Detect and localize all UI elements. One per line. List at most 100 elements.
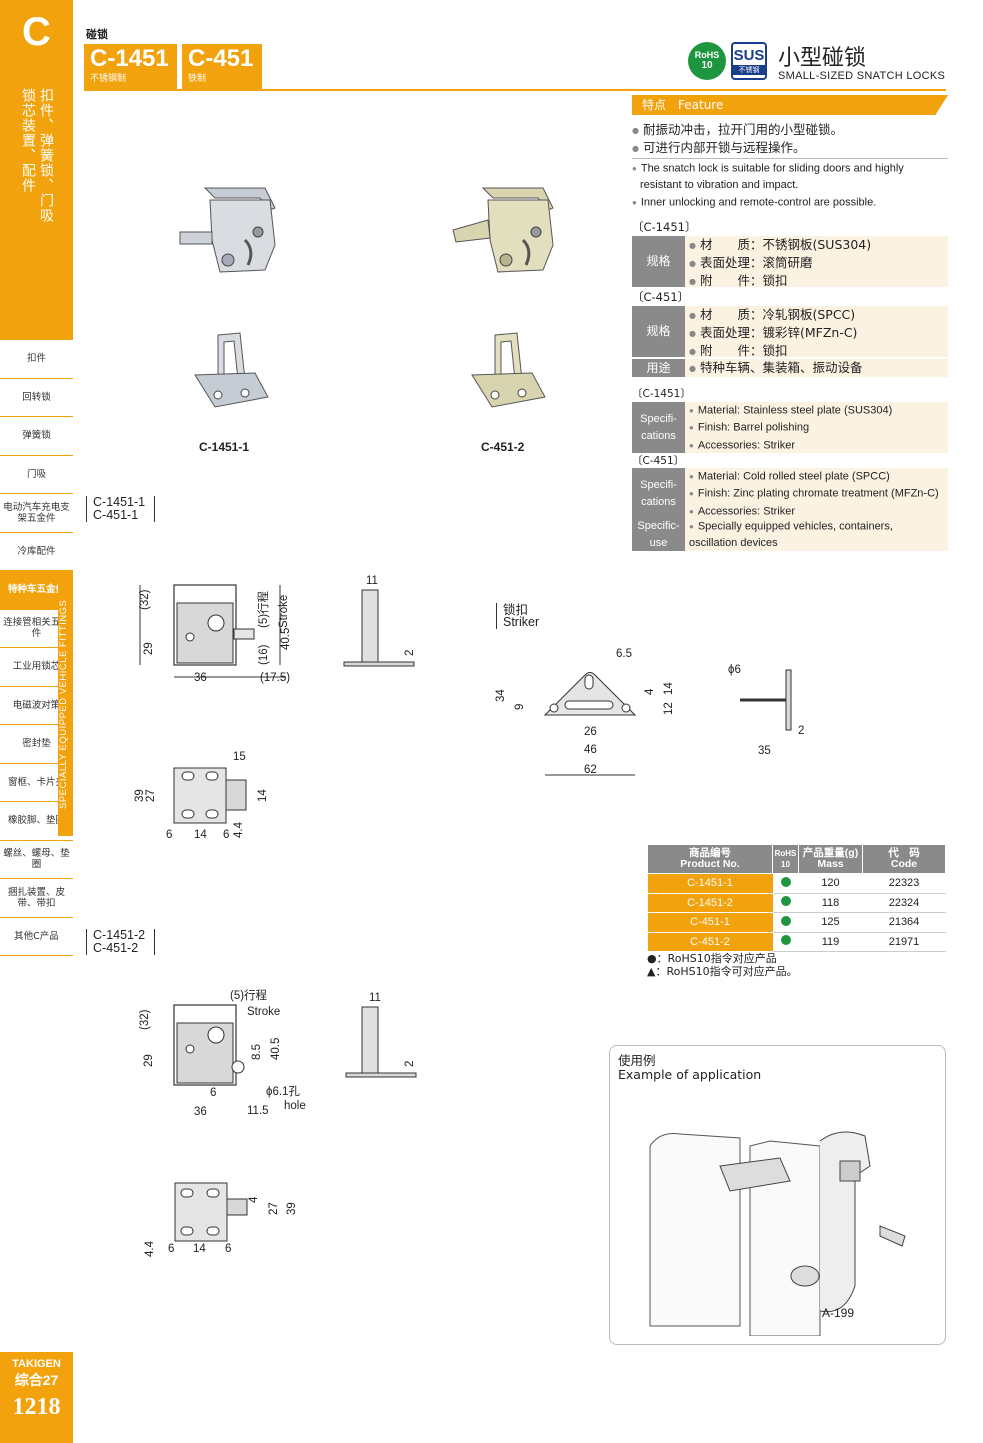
sidebar-item-ev-charging[interactable]: 电动汽车充电支架五金件 — [0, 494, 73, 533]
header-rule — [84, 89, 946, 91]
feature-cn-list: 耐振动冲击，拉开门用的小型碰锁。 可进行内部开锁与远程操作。 — [632, 121, 948, 157]
dim-4-4: 4.4 — [233, 821, 245, 838]
product-photo-c451-latch — [452, 187, 554, 273]
dim-4: 4 — [248, 1196, 260, 1203]
spec-row-c1451-en: Specifi-cations Material: Stainless stee… — [632, 402, 948, 453]
dim-stroke-cn: (5)行程 — [257, 590, 270, 628]
dim-15: 15 — [233, 751, 246, 763]
application-example: 使用例 Example of application A-199 — [609, 1045, 946, 1345]
dim-40-5: 40.5 — [280, 628, 292, 650]
dim-27: 27 — [145, 789, 157, 802]
feature-en-list: The snatch lock is suitable for sliding … — [632, 160, 948, 212]
drawing-variant2-side: 11 2 — [345, 992, 417, 1078]
dim-stroke-cn: (5)行程 — [230, 989, 268, 1002]
rohs-dot-icon — [780, 915, 791, 926]
feature-cn-item: 可进行内部开锁与远程操作。 — [632, 139, 948, 157]
sidebar-item-cold-storage[interactable]: 冷库配件 — [0, 533, 73, 571]
feature-en-item: Inner unlocking and remote-control are p… — [632, 194, 948, 211]
sidebar-item-industrial-cylinders[interactable]: 工业用锁芯 — [0, 648, 73, 687]
rohs-dot-icon — [780, 876, 791, 887]
photo-label-left: C-1451-1 — [199, 440, 250, 454]
dim-29: 29 — [143, 642, 155, 655]
dim-14: 14 — [663, 682, 675, 695]
dim-29: 29 — [143, 1054, 155, 1067]
photo-label-right: C-451-2 — [481, 440, 525, 454]
dim-32: (32) — [139, 1009, 151, 1030]
dim-6: 6 — [223, 829, 229, 841]
spec-row-use-cn: 用途 特种车辆、集装箱、振动设备 — [632, 359, 948, 377]
sidebar-item-pipe-fittings[interactable]: 连接管相关五金件 — [0, 610, 73, 648]
page-number: 1218 — [12, 1394, 61, 1420]
col-header-rohs: RoHS 10 — [772, 844, 799, 874]
rohs-dot-icon — [780, 935, 791, 946]
application-title-en: Example of application — [618, 1067, 762, 1082]
dim-40-5: 40.5 — [270, 1038, 282, 1060]
sidebar-footer: TAKIGEN 综合27 1218 — [0, 1352, 73, 1443]
spec-model-label: 〔C-451〕 — [632, 455, 685, 467]
dim-8-5: 8.5 — [251, 1044, 263, 1060]
dim-6-5: 6.5 — [616, 648, 632, 660]
variant-label-2: C-1451-2 C-451-2 — [86, 929, 156, 955]
dim-2: 2 — [798, 725, 804, 737]
sidebar-header: C 扣件、弹簧锁、门吸 锁芯装置、配件 — [0, 0, 73, 340]
sidebar-item-rotary-locks[interactable]: 回转锁 — [0, 379, 73, 417]
sidebar-title-2: 锁芯装置、配件 — [20, 88, 36, 193]
dim-12: 12 — [663, 702, 675, 715]
striker-label: 锁扣 Striker — [496, 603, 539, 629]
drawing-variant1-front: (32) 29 36 (17.5) (5)行程 Stroke (16) 40.5 — [139, 584, 292, 684]
product-photo-c1451-latch — [179, 187, 276, 273]
dim-6: 6 — [225, 1243, 231, 1255]
spec-model-label: 〔C-1451〕 — [632, 220, 697, 234]
drawing-variant2-front: (32) 29 36 6 11.5 (5)行程 Stroke 8.5 40.5 … — [139, 989, 306, 1118]
category-label: 碰锁 — [86, 28, 108, 41]
product-photo-c1451-striker — [194, 332, 269, 408]
spec-row-c451-en: Specifi-cations Material: Cold rolled st… — [632, 468, 948, 519]
sidebar-item-window-frames[interactable]: 窗框、卡片夹 — [0, 764, 73, 802]
application-illustration — [649, 1131, 906, 1336]
sidebar-item-straps[interactable]: 捆扎装置、皮带、带扣 — [0, 879, 73, 918]
dim-2: 2 — [404, 650, 416, 656]
dim-36: 36 — [194, 672, 207, 684]
page-title: 小型碰锁 — [778, 46, 867, 71]
product-photo-c451-striker — [471, 332, 546, 408]
application-title-cn: 使用例 — [618, 1053, 656, 1068]
feature-cn-item: 耐振动冲击，拉开门用的小型碰锁。 — [632, 121, 948, 139]
sidebar-title-1: 扣件、弹簧锁、门吸 — [38, 88, 54, 223]
spec-row-c1451-cn: 规格 材 质：不锈钢板(SUS304) 表面处理：滚筒研磨 附 件：锁扣 — [632, 236, 948, 288]
sidebar-vertical-band: SPECIALLY EQUIPPED VEHICLE FITTINGS — [58, 572, 73, 836]
sidebar-item-door-stops[interactable]: 门吸 — [0, 456, 73, 494]
dim-16: (16) — [258, 644, 270, 665]
sidebar-item-fasteners[interactable]: 扣件 — [0, 340, 73, 379]
dim-46: 46 — [584, 744, 597, 756]
table-legend: ●：RoHS10指令对应产品 ▲：RoHS10指令可对应产品。 — [647, 952, 798, 978]
model-badge-c451: C-451 铁制 — [182, 44, 262, 89]
dim-11: 11 — [369, 992, 381, 1004]
dim-9: 9 — [514, 704, 526, 710]
dim-6: 6 — [210, 1087, 216, 1099]
dim-35: 35 — [758, 745, 771, 757]
dim-11: 11 — [366, 575, 378, 587]
dim-62: 62 — [584, 764, 597, 776]
sidebar-item-rubber-feet[interactable]: 橡胶脚、垫圈 — [0, 802, 73, 841]
feature-bar: 特点 Feature — [632, 95, 948, 115]
dim-26: 26 — [584, 726, 597, 738]
page-subtitle: SMALL-SIZED SNATCH LOCKS — [778, 70, 946, 82]
dim-2: 2 — [404, 1061, 416, 1067]
dim-14: 14 — [193, 1243, 206, 1255]
drawing-variant1-side: 11 2 — [343, 575, 416, 667]
col-header-mass: 产品重量(g)Mass — [798, 844, 863, 874]
dim-39: 39 — [286, 1202, 298, 1215]
sidebar-item-emi[interactable]: 电磁波对策 — [0, 687, 73, 725]
table-row: C-451-1 125 21364 — [647, 912, 946, 933]
sidebar-item-screws[interactable]: 螺丝、螺母、垫圈 — [0, 841, 73, 879]
sidebar-item-other[interactable]: 其他C产品 — [0, 918, 73, 956]
sidebar-item-spring-locks[interactable]: 弹簧锁 — [0, 417, 73, 456]
sidebar-item-gaskets[interactable]: 密封垫 — [0, 725, 73, 764]
variant-label-1: C-1451-1 C-451-1 — [86, 496, 156, 522]
dim-32: (32) — [139, 589, 151, 610]
sidebar: C 扣件、弹簧锁、门吸 锁芯装置、配件 扣件 回转锁 弹簧锁 门吸 电动汽车充电… — [0, 0, 73, 1443]
table-row: C-1451-1 120 22323 — [647, 873, 946, 894]
